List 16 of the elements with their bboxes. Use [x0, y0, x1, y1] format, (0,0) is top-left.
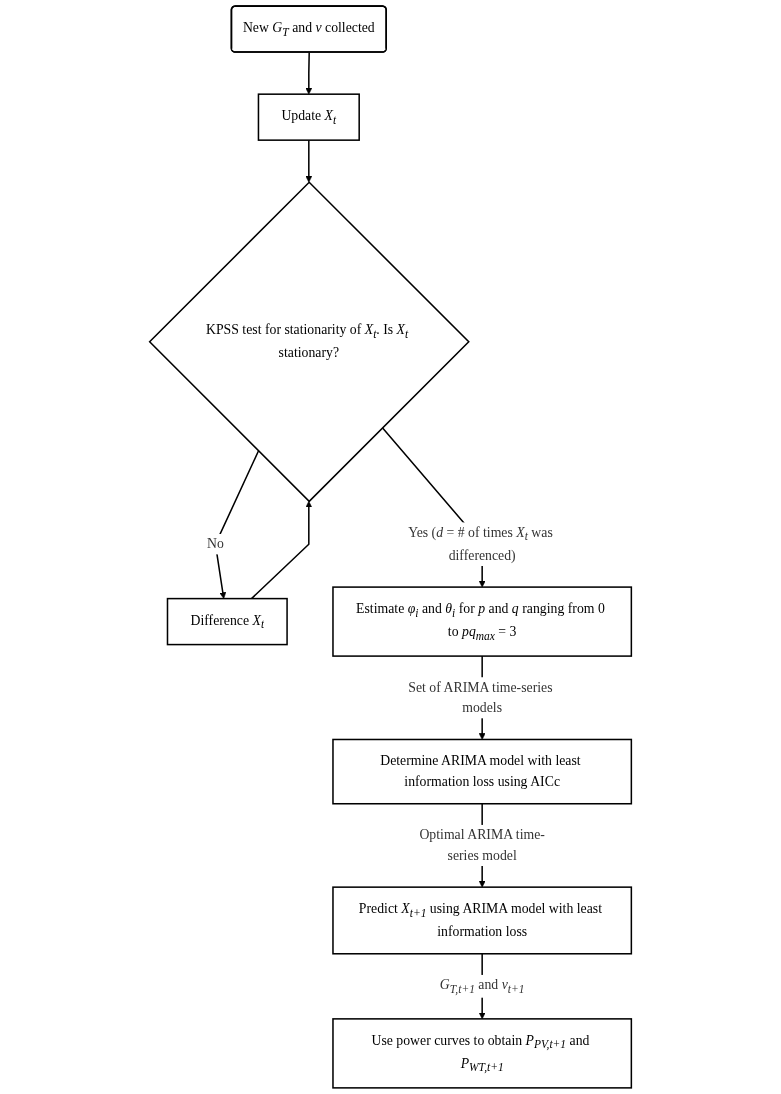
edge-label: G$_{T,t+1}$ and v$_{t+1}$: [439, 977, 525, 996]
edge-label: Optimal ARIMA time-series model: [419, 827, 545, 864]
node-box: Difference X$_{t}$: [166, 597, 288, 646]
node-box: Use power curves to obtain P$_{PV,t+1}$ and P$_{WT,t+1}$: [332, 1018, 633, 1089]
edge-label: Set of ARIMA time-series models: [408, 679, 553, 716]
edge-label: Yes (d = # of times X$_{t}$ was differenced): [408, 524, 553, 563]
arrow: [305, 51, 313, 95]
node-box: Update X$_{t}$: [257, 93, 360, 141]
node-box: Predict X$_{t+1}$ using ARIMA model with least information loss: [332, 886, 633, 955]
node-box: Determine ARIMA model with least information loss using AICc: [332, 738, 633, 805]
arrow: [250, 501, 313, 600]
node-box: Estimate φ$_{i}$ and θ$_{i}$ for p and q ranging from 0 to pq$_{max}$ = 3: [332, 586, 633, 657]
arrow: [214, 450, 260, 599]
edge-label: No: [207, 536, 224, 552]
arrow: [305, 139, 313, 183]
node-diamond: KPSS test for stationarity of X$_{t}$. Is X$_{t}$ stationary?: [148, 181, 470, 503]
